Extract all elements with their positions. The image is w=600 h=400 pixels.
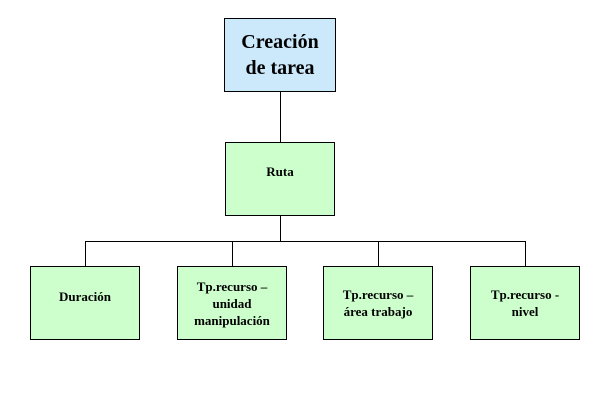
connector-bus [85,241,525,242]
leaf-node-nivel: Tp.recurso - nivel [470,266,580,340]
leaf-node-unidad-manipulacion: Tp.recurso – unidad manipulación [177,266,287,340]
root-label-line-1: Creación [241,31,319,53]
leaf-label-line: Tp.recurso - [490,287,560,302]
leaf-node-area-trabajo: Tp.recurso – área trabajo [323,266,433,340]
leaf-label-line: Tp.recurso – [342,287,414,302]
connector-bus-leaf-4 [525,241,526,267]
leaf-label-line: Tp.recurso – [196,278,268,294]
leaf-label-line: manipulación [194,312,270,328]
root-label-line-2: de tarea [245,57,315,79]
leaf-label-line: unidad [212,295,252,311]
leaf-label-line: área trabajo [343,304,413,319]
ruta-node: Ruta [225,142,335,216]
connector-bus-leaf-1 [85,241,86,267]
leaf-label-duracion: Duración [59,289,111,304]
connector-bus-leaf-3 [378,241,379,267]
ruta-label: Ruta [266,164,294,179]
leaf-node-duracion: Duración [30,266,140,340]
connector-ruta-bus [280,215,281,241]
leaf-label-line: nivel [511,304,539,319]
connector-bus-leaf-2 [232,241,233,267]
connector-root-ruta [280,91,281,143]
root-node: Creación de tarea [224,18,336,92]
